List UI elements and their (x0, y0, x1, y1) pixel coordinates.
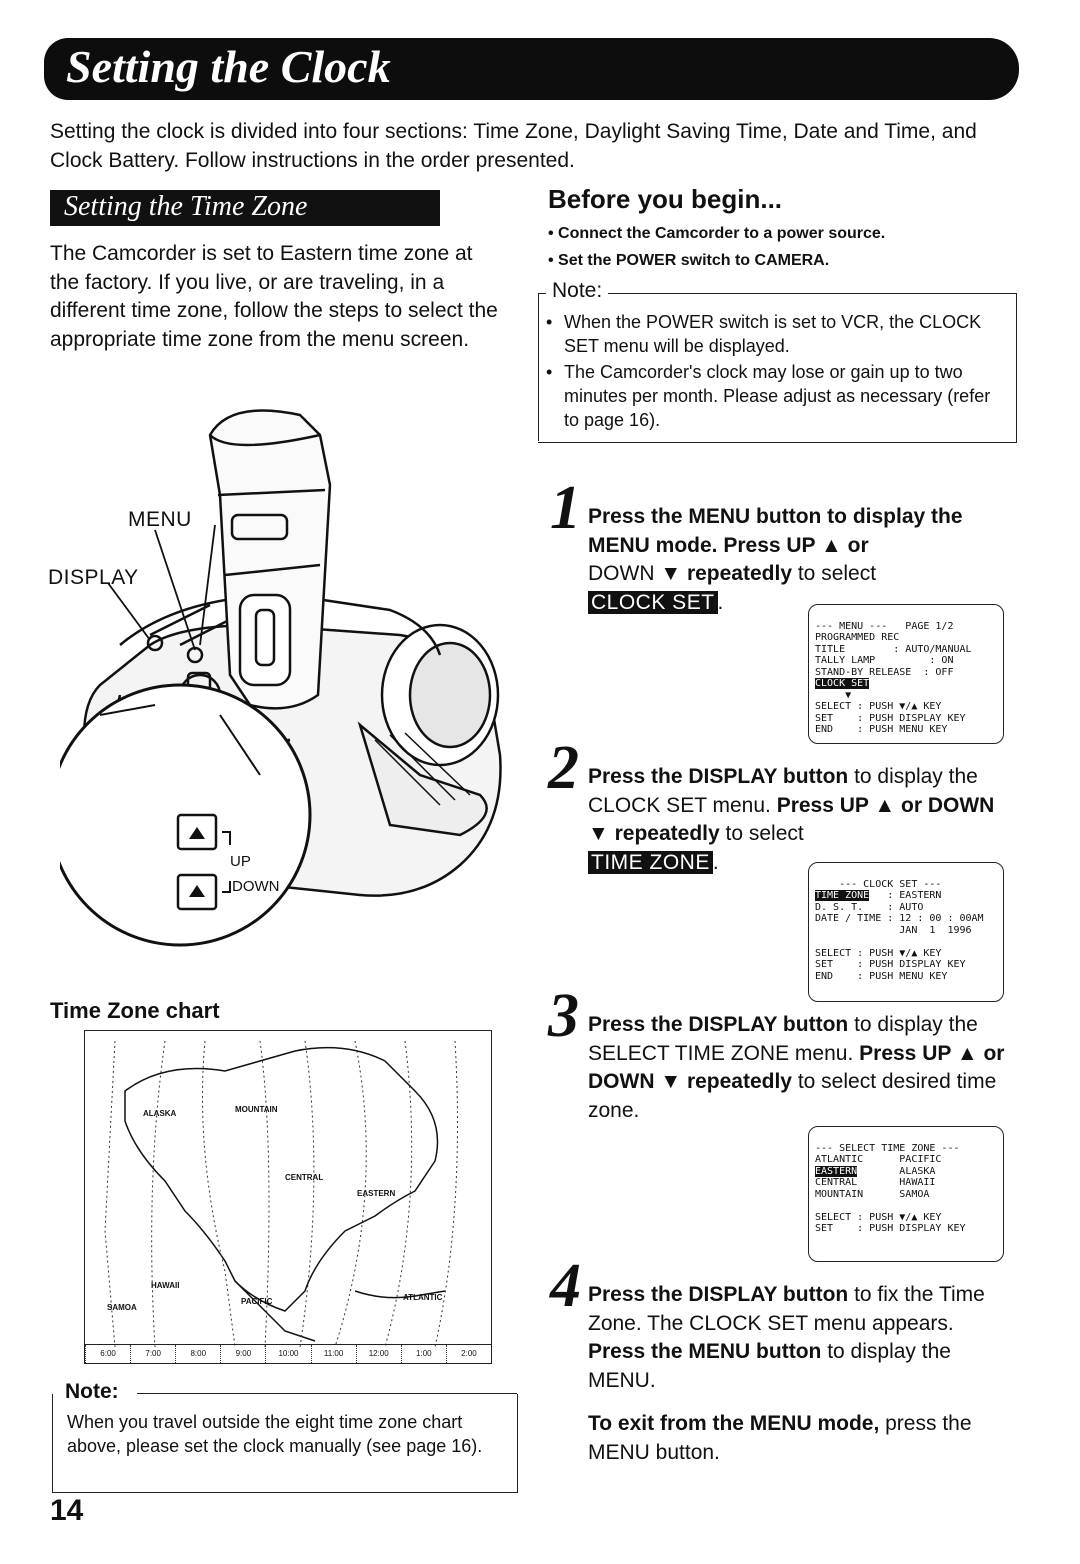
time-tick: 2:00 (445, 1345, 491, 1363)
time-tick: 9:00 (220, 1345, 265, 1363)
zone-label-pacific: PACIFIC (241, 1297, 273, 1306)
zone-label-central: CENTRAL (285, 1173, 324, 1182)
note-label: Note: (546, 279, 609, 303)
clock-set-highlight: CLOCK SET (588, 590, 718, 614)
time-tick: 1:00 (400, 1345, 446, 1363)
step-1-text: Press the MENU button to display the MEN… (588, 505, 963, 614)
page-number: 14 (50, 1494, 84, 1527)
time-tick: 6:00 (85, 1345, 130, 1363)
zone-label-hawaii: HAWAII (151, 1281, 180, 1290)
step-number-4: 4 (550, 1252, 581, 1320)
display-button-label: DISPLAY (48, 566, 139, 589)
zone-label-mountain: MOUNTAIN (235, 1105, 278, 1114)
camcorder-illustration (60, 409, 502, 947)
section-title-bar: Setting the Time Zone (50, 190, 440, 226)
time-scale: 6:00 7:00 8:00 9:00 10:00 11:00 12:00 1:… (85, 1344, 491, 1363)
step-number-2: 2 (548, 734, 579, 802)
note-box-right: Note: When the POWER switch is set to VC… (538, 279, 1017, 443)
page-title: Setting the Clock (66, 41, 391, 92)
menu-button-label: MENU (128, 508, 192, 531)
bullet-power-switch: • Set the POWER switch to CAMERA. (548, 252, 830, 269)
zone-label-atlantic: ATLANTIC (403, 1293, 443, 1302)
time-tick: 7:00 (130, 1345, 175, 1363)
title-banner: Setting the Clock (44, 38, 1019, 100)
before-heading: Before you begin... (548, 184, 783, 214)
step-2-text: Press the DISPLAY button to display the … (588, 765, 995, 874)
time-tick: 8:00 (175, 1345, 220, 1363)
time-tick: 12:00 (355, 1345, 401, 1363)
step-3-text: Press the DISPLAY button to display the … (588, 1013, 1005, 1122)
before-bullets: • Connect the Camcorder to a power sourc… (548, 220, 1018, 274)
note-label: Note: (59, 1380, 125, 1404)
time-zone-paragraph: The Camcorder is set to Eastern time zon… (50, 242, 498, 351)
zone-label-eastern: EASTERN (357, 1189, 396, 1198)
down-label: DOWN (232, 878, 280, 895)
time-zone-highlight: TIME ZONE (588, 850, 713, 874)
step-number-3: 3 (548, 982, 579, 1050)
up-label: UP (230, 853, 251, 870)
zone-label-samoa: SAMOA (107, 1303, 137, 1312)
note-item: When the POWER switch is set to VCR, the… (546, 310, 1002, 358)
bullet-power-source: • Connect the Camcorder to a power sourc… (548, 225, 886, 242)
time-tick: 10:00 (265, 1345, 310, 1363)
select-time-zone-screen: --- SELECT TIME ZONE ---ATLANTIC PACIFIC… (808, 1126, 1004, 1262)
intro-paragraph: Setting the clock is divided into four s… (50, 120, 977, 172)
note-box-left: Note: When you travel outside the eight … (52, 1380, 518, 1493)
step-number-1: 1 (550, 474, 581, 542)
step-4-text: Press the DISPLAY button to fix the Time… (588, 1283, 985, 1392)
time-zone-map: ALASKA MOUNTAIN CENTRAL EASTERN HAWAII S… (84, 1030, 492, 1364)
note-item: The Camcorder's clock may lose or gain u… (546, 360, 1002, 432)
north-america-map (104, 1040, 458, 1347)
exit-instruction: To exit from the MENU mode, press the ME… (588, 1412, 972, 1464)
time-tick: 11:00 (310, 1345, 356, 1363)
note-text: When you travel outside the eight time z… (67, 1412, 483, 1456)
section-title: Setting the Time Zone (64, 191, 308, 222)
time-zone-chart-title: Time Zone chart (50, 998, 220, 1023)
zone-label-alaska: ALASKA (143, 1109, 177, 1118)
